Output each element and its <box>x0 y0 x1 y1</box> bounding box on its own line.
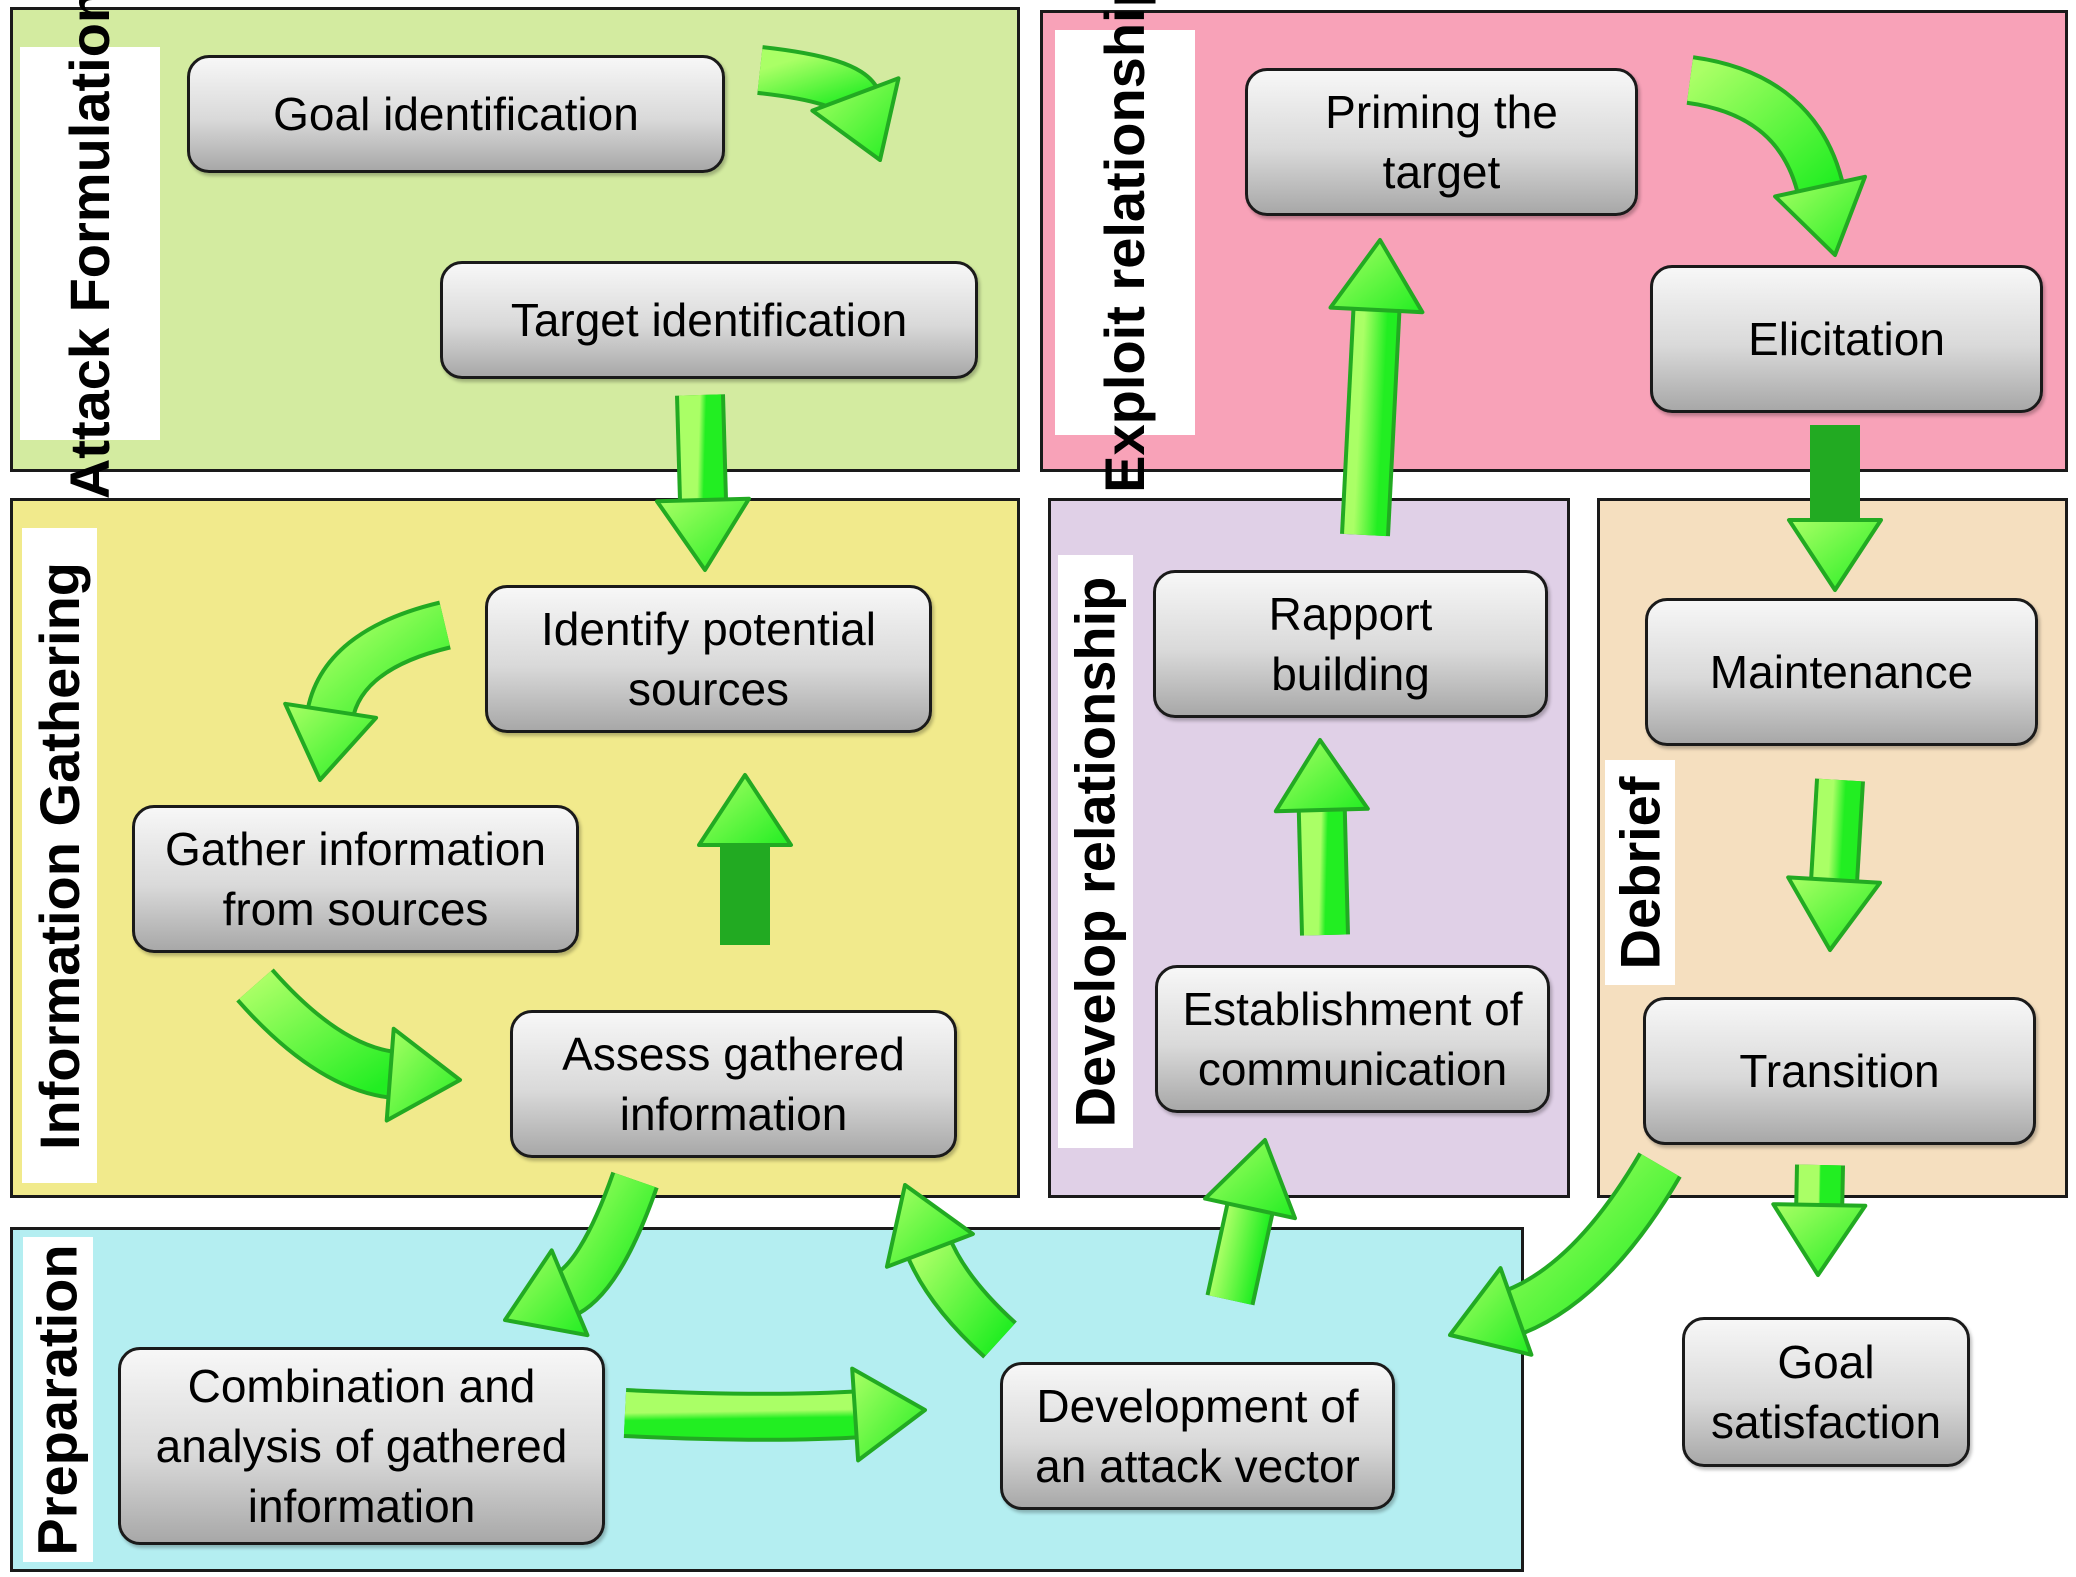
label-attack-formulation: Attack Formulation <box>20 0 160 499</box>
label-debrief: Debrief <box>1605 760 1675 985</box>
step-priming-target: Priming the target <box>1245 68 1638 216</box>
label-develop-relationship: Develop relationship <box>1058 555 1133 1148</box>
label-preparation: Preparation <box>23 1237 93 1562</box>
label-exploit-relationship: Exploit relationship <box>1055 0 1195 492</box>
label-information-gathering: Information Gathering <box>22 528 97 1183</box>
label-develop-relationship-text: Develop relationship <box>1063 576 1127 1127</box>
step-establishment-communication: Establishment of communication <box>1155 965 1550 1113</box>
label-preparation-text: Preparation <box>26 1243 90 1556</box>
step-assess-gathered-information: Assess gathered information <box>510 1010 957 1158</box>
step-identify-potential-sources: Identify potential sources <box>485 585 932 733</box>
label-exploit-relationship-text: Exploit relationship <box>1093 0 1156 493</box>
step-rapport-building: Rapport building <box>1153 570 1548 718</box>
label-attack-formulation-text: Attack Formulation <box>58 0 122 499</box>
label-information-gathering-text: Information Gathering <box>27 561 91 1150</box>
step-transition: Transition <box>1643 997 2036 1145</box>
label-debrief-text: Debrief <box>1608 776 1671 969</box>
step-combination-analysis: Combination and analysis of gathered inf… <box>118 1347 605 1545</box>
step-goal-identification: Goal identification <box>187 55 725 173</box>
step-elicitation: Elicitation <box>1650 265 2043 413</box>
arrow-transition-to-goal-satisfaction-head <box>1771 1202 1868 1277</box>
step-target-identification: Target identification <box>440 261 978 379</box>
step-development-attack-vector: Development of an attack vector <box>1000 1362 1395 1510</box>
step-maintenance: Maintenance <box>1645 598 2038 746</box>
step-gather-information: Gather information from sources <box>132 805 579 953</box>
step-goal-satisfaction: Goal satisfaction <box>1682 1317 1970 1467</box>
